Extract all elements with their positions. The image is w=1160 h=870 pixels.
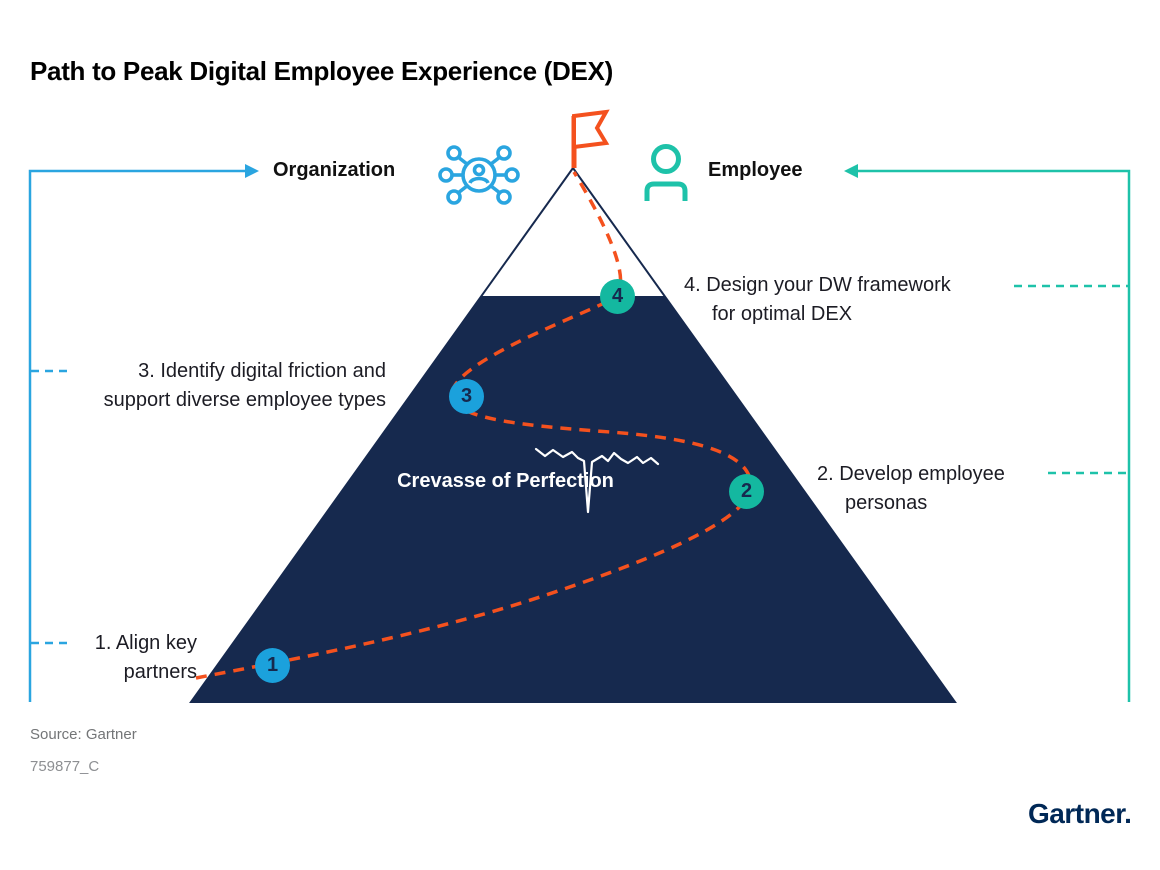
step-2-line1: 2. Develop employee	[817, 463, 1005, 485]
crevasse-line2: Perfection	[516, 470, 614, 492]
step-4-line1: 4. Design your DW framework	[684, 274, 951, 296]
organization-label: Organization	[273, 159, 396, 181]
employee-guide-line	[844, 164, 1131, 702]
step-1-line2: partners	[123, 660, 197, 683]
step-marker-4-number: 4	[611, 285, 624, 307]
step-3-line2: support diverse employee types	[103, 388, 386, 411]
step-marker-3: 3	[449, 379, 484, 414]
step-marker-1: 1	[255, 648, 290, 683]
step-marker-2: 2	[729, 474, 764, 509]
crevasse-label: Crevasse of Perfection	[393, 468, 618, 495]
employee-label: Employee	[708, 159, 803, 181]
page-title: Path to Peak Digital Employee Experience…	[30, 56, 613, 86]
step-4-line2: for optimal DEX	[712, 302, 853, 325]
crevasse-line	[534, 447, 660, 514]
mountain-body	[191, 296, 955, 702]
step-marker-1-number: 1	[266, 654, 279, 676]
step-2-line2: personas	[845, 491, 928, 514]
step-3-label: 3. Identify digital friction and support…	[30, 357, 386, 414]
organization-guide-line	[28, 164, 259, 702]
step-1-line1: 1. Align key	[94, 632, 197, 654]
step-marker-2-number: 2	[740, 480, 753, 502]
step-marker-4: 4	[600, 279, 635, 314]
document-code: 759877_C	[30, 758, 100, 775]
step-4-label: 4. Design your DW framework for optimal …	[684, 271, 1044, 328]
flag-icon	[571, 109, 610, 168]
crevasse-line1: Crevasse of	[397, 470, 511, 492]
source-text: Source: Gartner	[30, 726, 137, 743]
person-icon	[644, 144, 688, 201]
network-icon	[438, 145, 520, 205]
step-3-line1: 3. Identify digital friction and	[138, 360, 386, 382]
step-2-label: 2. Develop employee personas	[817, 460, 1137, 517]
step-marker-3-number: 3	[460, 385, 473, 407]
gartner-logo: Gartner.	[1028, 798, 1132, 829]
step-1-label: 1. Align key partners	[30, 629, 197, 686]
